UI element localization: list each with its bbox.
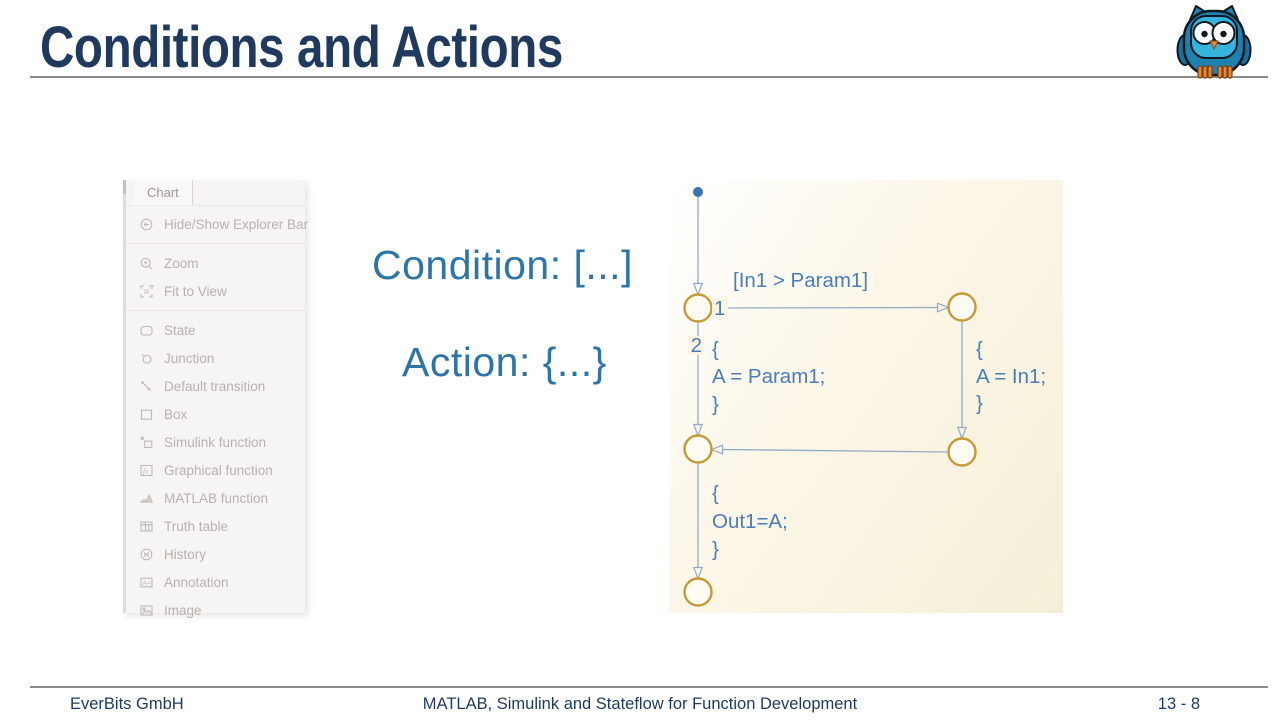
graphical-function-icon: fx [138,462,154,478]
palette-item-label: Truth table [164,518,229,534]
palette-item-label: Default transition [164,378,266,394]
box-icon [138,406,154,422]
palette-item-simulink-function[interactable]: Simulink function [126,428,305,456]
palette-item-junction[interactable]: Junction [126,344,305,372]
footer-page-number: 13 - 8 [1157,695,1200,713]
palette-item-label: Junction [164,350,215,366]
palette-item-state[interactable]: State [126,316,305,344]
junction [683,293,713,323]
simulink-function-icon [138,434,154,450]
transition-4 [721,448,949,453]
transition-label: } [976,392,983,415]
palette-item-label: Hide/Show Explorer Bar [164,216,309,232]
palette-item-label: Fit to View [164,283,227,299]
stateflow-chart-canvas: 1 [In1 > Param1] 2 { A = Param1;} { A = In1;} {… [669,180,1063,613]
palette-item-zoom[interactable]: Zoom [126,249,305,277]
state-icon [138,322,154,338]
arrowhead-icon [692,566,704,581]
junction [683,434,713,464]
junction [947,292,977,322]
default-transition-icon [138,378,154,394]
palette-item-matlab-function[interactable]: MATLAB function [126,484,305,512]
palette-item-label: History [164,546,207,562]
owl-logo-icon [1176,5,1252,79]
explorer-bar-icon [138,216,154,232]
zoom-icon [138,255,154,271]
image-icon [138,602,154,618]
palette-item-default-transition[interactable]: Default transition [126,372,305,400]
palette-item-label: Box [164,406,188,422]
transition-1 [711,306,939,309]
transition-label: Out1=A; [712,510,788,533]
action-label: Action: {...} [402,339,607,385]
condition-label: Condition: [...] [372,242,633,288]
footer-rule [30,686,1268,688]
footer-course-title: MATLAB, Simulink and Stateflow for Funct… [422,695,858,713]
history-icon [138,546,154,562]
palette-item-label: MATLAB function [164,490,269,506]
default-transition-origin-dot [693,187,703,197]
arrowhead-icon [936,302,951,313]
palette-item-label: Zoom [164,255,199,271]
palette-item-image[interactable]: Image [126,596,305,624]
palette-item-label: Image [164,602,202,618]
truth-table-icon [138,518,154,534]
transition-label: { [712,338,719,361]
palette-separator [126,243,305,244]
footer-company: EverBits GmbH [70,695,184,713]
arrowhead-icon [709,444,724,455]
transition-label: A = Param1; [712,365,825,388]
palette-tab-bar: Chart [126,180,305,206]
label-backdrop [712,299,728,318]
palette-item-label: Annotation [164,574,229,590]
palette-item-label: State [164,322,196,338]
arrowhead-icon [692,423,704,438]
palette-item-box[interactable]: Box [126,400,305,428]
palette-item-fit-to-view[interactable]: Fit to View [126,277,305,305]
palette-item-graphical-function[interactable]: fx Graphical function [126,456,305,484]
page-title: Conditions and Actions [40,15,563,80]
palette-item-label: Graphical function [164,462,273,478]
transition-label: 2 [691,334,702,357]
title-underline [30,76,1268,78]
palette-separator [126,310,305,311]
transition-label: } [712,393,719,416]
arrowhead-icon [956,426,968,441]
matlab-function-icon [138,490,154,506]
svg-text:fx: fx [143,466,149,475]
transition-label: A = In1; [976,365,1046,388]
footer: EverBits GmbH MATLAB, Simulink and State… [0,695,1280,720]
palette-item-annotation[interactable]: A= Annotation [126,568,305,596]
svg-text:A=: A= [142,579,150,586]
transition-label: } [712,538,719,561]
transition-label: [In1 > Param1] [733,269,868,292]
palette-scrollbar[interactable] [123,180,126,194]
fit-to-view-icon [138,283,154,299]
junction-icon [138,350,154,366]
transition-label: { [976,338,983,361]
annotation-icon: A= [138,574,154,590]
junction [683,577,713,607]
palette-item-hide-show-explorer-bar[interactable]: Hide/Show Explorer Bar [126,210,309,238]
label-backdrop [688,336,704,355]
palette-item-label: Simulink function [164,434,267,450]
junction [947,437,977,467]
transition-label: 1 [714,297,725,320]
palette-item-history[interactable]: History [126,540,305,568]
tab-chart[interactable]: Chart [134,180,193,205]
arrowhead-icon [692,282,704,297]
transition-label: { [712,482,719,505]
palette-item-truth-table[interactable]: Truth table [126,512,305,540]
